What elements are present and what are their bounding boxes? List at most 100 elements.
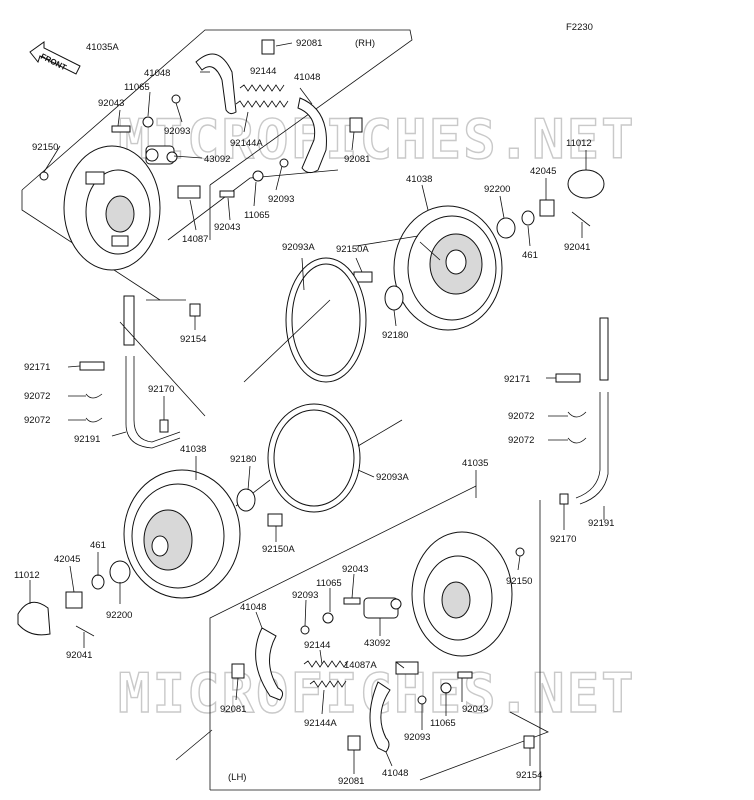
callout: 11012 xyxy=(566,138,592,149)
leader-lines xyxy=(29,42,605,774)
lh-clip-92171 xyxy=(555,373,581,383)
rh-pin-upper xyxy=(111,125,131,133)
rh-spring-lower xyxy=(235,100,289,108)
callout: 14087 xyxy=(182,234,208,245)
lh-ring-92072-b xyxy=(567,437,587,444)
callout: 92081 xyxy=(220,704,246,715)
rh-o-ring-92180 xyxy=(384,285,404,311)
callout: 11012 xyxy=(14,570,40,581)
lh-washer-upper xyxy=(322,612,334,624)
lh-bolt-92150 xyxy=(515,547,525,557)
callout: 92144A xyxy=(304,718,337,729)
rh-bolt-92154 xyxy=(189,303,201,317)
lh-spring-upper xyxy=(303,660,349,668)
rh-ring-92072-a xyxy=(85,393,103,399)
callout: 92043 xyxy=(214,222,240,233)
rh-washer-92200 xyxy=(496,217,516,239)
rh-clip-upper xyxy=(171,94,181,104)
callout: 92043 xyxy=(342,564,368,575)
callout: 92171 xyxy=(504,374,530,385)
callout: 92093 xyxy=(292,590,318,601)
callout: 41048 xyxy=(144,68,170,79)
callout: 461 xyxy=(522,250,538,261)
lh-bolt-92170 xyxy=(559,493,569,505)
callout: 92191 xyxy=(74,434,100,445)
rh-bolt-92150 xyxy=(39,171,49,181)
side-label-lh: (LH) xyxy=(228,772,246,783)
lh-spring-lower xyxy=(309,680,347,688)
lh-ring-92072-a xyxy=(567,411,587,418)
callout: 14087A xyxy=(344,660,377,671)
callout: 92154 xyxy=(180,334,206,345)
callout: 92150A xyxy=(336,244,369,255)
callout: 92150A xyxy=(262,544,295,555)
rh-brake-cable xyxy=(123,295,181,449)
callout: 92180 xyxy=(382,330,408,341)
callout: 92200 xyxy=(484,184,510,195)
rh-guide-lines xyxy=(243,235,441,383)
callout: 92150 xyxy=(32,142,58,153)
rh-ring-92072-b xyxy=(85,417,103,423)
front-arrow-icon: FRONT xyxy=(29,41,81,75)
rh-nut-461 xyxy=(521,210,535,226)
callout: 92154 xyxy=(516,770,542,781)
callout: 92081 xyxy=(344,154,370,165)
callout: 41048 xyxy=(294,72,320,83)
callout: 92072 xyxy=(508,411,534,422)
rh-cable-bracket-lines xyxy=(119,299,206,417)
callout: 92072 xyxy=(24,391,50,402)
lh-o-ring-92180 xyxy=(236,488,256,512)
rh-clip-92171 xyxy=(79,361,105,371)
rh-adjuster xyxy=(177,185,201,199)
callout: 92041 xyxy=(66,650,92,661)
callout: 41048 xyxy=(240,602,266,613)
callout: 92081 xyxy=(296,38,322,49)
callout: 92200 xyxy=(106,610,132,621)
callout: 92041 xyxy=(564,242,590,253)
lh-bolt-92154 xyxy=(523,735,535,749)
lh-castle-nut-42045 xyxy=(65,591,83,609)
rh-lining-clip-lower xyxy=(349,117,363,133)
callout: 92043 xyxy=(98,98,124,109)
lh-brake-cable xyxy=(575,317,609,505)
callout: 11065 xyxy=(430,718,456,729)
lh-lining-clip-lower xyxy=(347,735,361,751)
callout: 43092 xyxy=(364,638,390,649)
lh-pin-lower xyxy=(457,671,473,679)
callout: 92093 xyxy=(404,732,430,743)
callout: 92144 xyxy=(250,66,276,77)
lh-brake-drum xyxy=(123,469,241,599)
callout: 92093A xyxy=(376,472,409,483)
callout: 92093 xyxy=(164,126,190,137)
rh-brake-shoe-upper xyxy=(195,53,237,115)
figure-code: F2230 xyxy=(566,22,593,33)
rh-clip-lower xyxy=(279,158,289,168)
callout: 92093 xyxy=(268,194,294,205)
callout: 92144A xyxy=(230,138,263,149)
lh-cotter-pin-92041 xyxy=(75,625,95,637)
rh-washer-upper xyxy=(142,116,154,128)
lh-hub-cap-11012 xyxy=(17,601,51,636)
callout: 41048 xyxy=(382,768,408,779)
callout: 92081 xyxy=(338,776,364,787)
rh-pin-lower xyxy=(219,190,235,198)
callout: 11065 xyxy=(124,82,150,93)
rh-hub-cap-11012 xyxy=(567,169,605,199)
callout: 41038 xyxy=(180,444,206,455)
rh-bolt-92170 xyxy=(159,419,169,433)
rh-lining-clip-upper xyxy=(261,39,275,55)
rh-spring-upper xyxy=(239,84,285,92)
rh-washer-lower xyxy=(252,170,264,182)
callout: 92072 xyxy=(24,415,50,426)
callout: 41035A xyxy=(86,42,119,53)
callout: 92144 xyxy=(304,640,330,651)
callout: 43092 xyxy=(204,154,230,165)
callout: 461 xyxy=(90,540,106,551)
callout: 42045 xyxy=(530,166,556,177)
callout: 11065 xyxy=(244,210,270,221)
callout: 92072 xyxy=(508,435,534,446)
rh-castle-nut-42045 xyxy=(539,199,555,217)
callout: 92180 xyxy=(230,454,256,465)
lh-brake-shoe-upper xyxy=(255,627,284,701)
